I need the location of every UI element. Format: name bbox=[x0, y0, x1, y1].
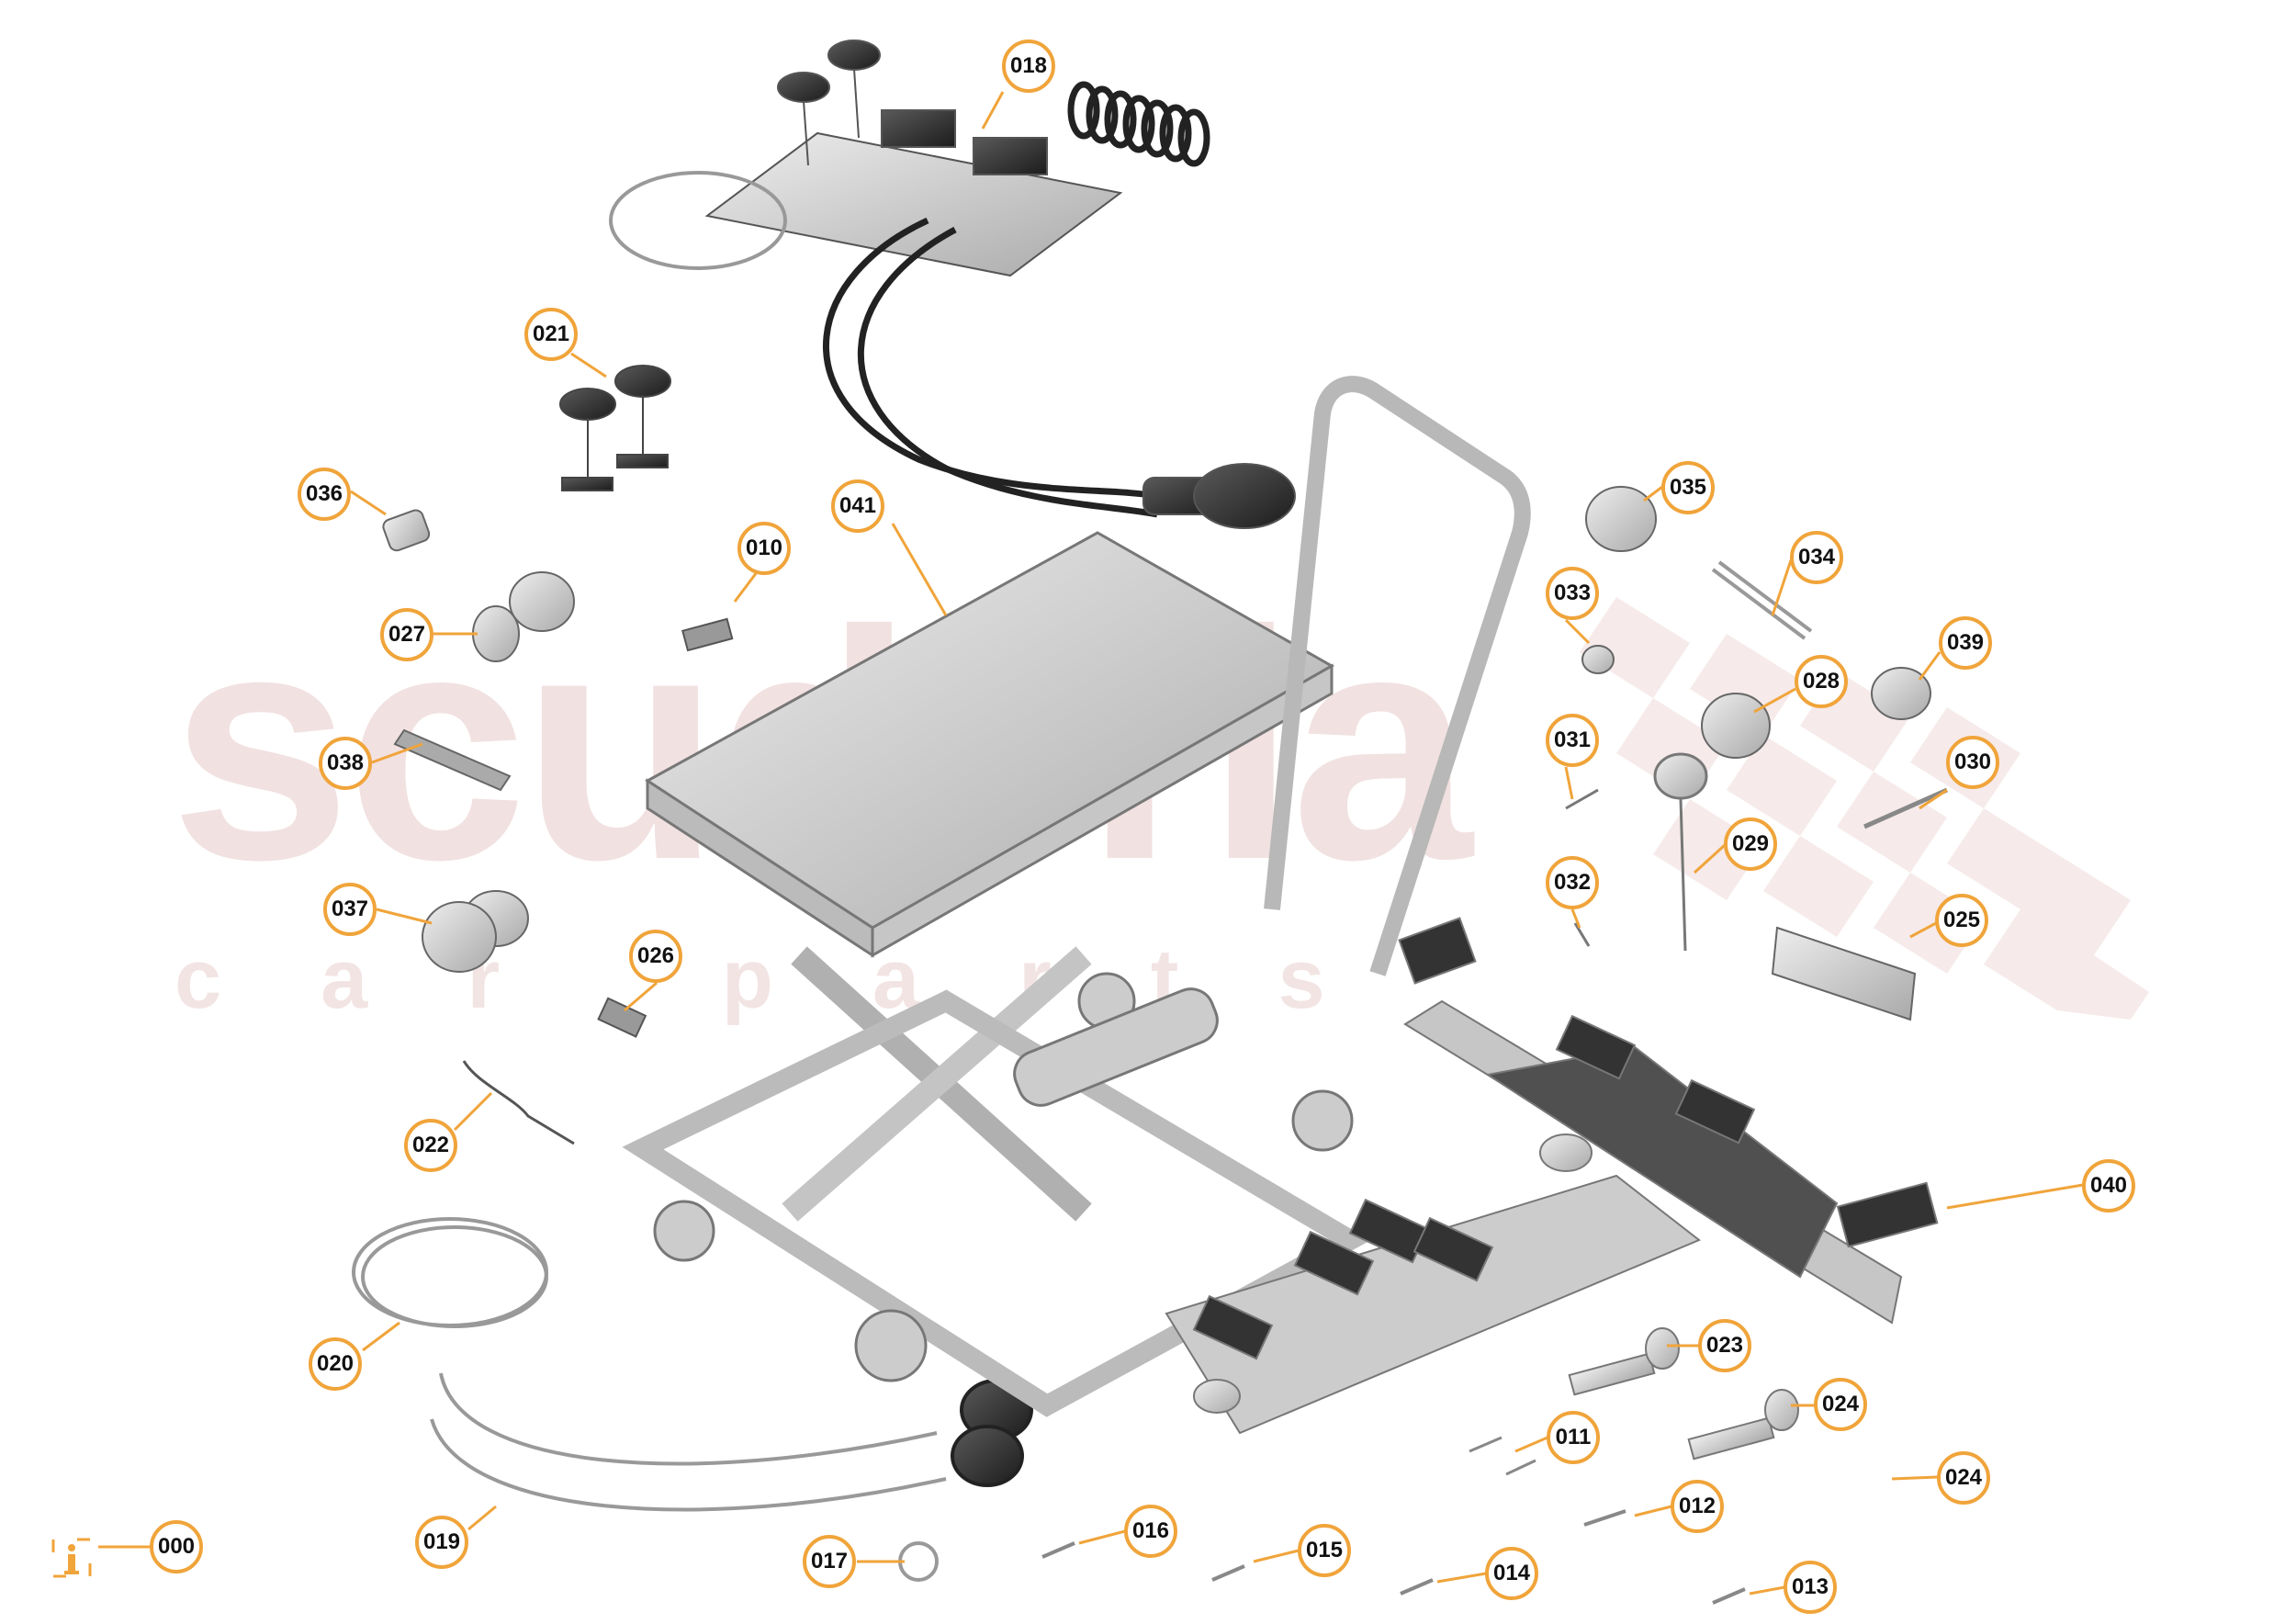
callout-034[interactable]: 034 bbox=[1790, 531, 1843, 584]
callout-022[interactable]: 022 bbox=[404, 1119, 457, 1172]
callout-017[interactable]: 017 bbox=[803, 1535, 856, 1588]
part-041-lift-table bbox=[622, 376, 1531, 1417]
callout-023[interactable]: 023 bbox=[1698, 1319, 1751, 1372]
callout-033[interactable]: 033 bbox=[1546, 567, 1599, 620]
part-019-hoses bbox=[430, 1372, 1033, 1512]
callout-025[interactable]: 025 bbox=[1935, 894, 1988, 947]
part-034-pins bbox=[1711, 560, 1813, 640]
callout-026[interactable]: 026 bbox=[629, 930, 682, 983]
part-011-pins bbox=[1469, 1436, 1536, 1476]
part-026-fitting bbox=[597, 997, 647, 1038]
part-035-wheel bbox=[1585, 486, 1657, 552]
callout-040[interactable]: 040 bbox=[2082, 1159, 2135, 1212]
callout-014[interactable]: 014 bbox=[1485, 1547, 1538, 1600]
part-027-pulley bbox=[472, 571, 575, 662]
callout-031[interactable]: 031 bbox=[1546, 714, 1599, 767]
callout-011[interactable]: 011 bbox=[1547, 1411, 1600, 1464]
part-025-clamp bbox=[1771, 926, 1917, 1021]
callout-020[interactable]: 020 bbox=[309, 1337, 362, 1391]
callout-038[interactable]: 038 bbox=[319, 737, 372, 790]
callout-029[interactable]: 029 bbox=[1724, 818, 1777, 871]
part-020-hose-coil bbox=[352, 1217, 548, 1328]
part-033-knob bbox=[1581, 645, 1615, 674]
part-036-bushing bbox=[382, 509, 431, 552]
part-023-pin bbox=[1568, 1327, 1680, 1396]
callout-013[interactable]: 013 bbox=[1784, 1561, 1837, 1614]
part-037-wheel-hub bbox=[422, 890, 529, 973]
part-029-tool bbox=[1653, 752, 1708, 952]
part-028-hub bbox=[1701, 693, 1771, 759]
callout-039[interactable]: 039 bbox=[1939, 616, 1992, 670]
callout-036[interactable]: 036 bbox=[298, 468, 351, 521]
part-022-spanner bbox=[462, 1060, 575, 1145]
callout-010[interactable]: 010 bbox=[737, 522, 791, 575]
callout-012[interactable]: 012 bbox=[1671, 1480, 1724, 1533]
callout-030[interactable]: 030 bbox=[1946, 736, 1999, 789]
info-icon[interactable] bbox=[48, 1534, 96, 1582]
part-038-plate bbox=[393, 728, 512, 792]
callout-021[interactable]: 021 bbox=[524, 308, 578, 361]
callout-032[interactable]: 032 bbox=[1546, 856, 1599, 909]
callout-000[interactable]: 000 bbox=[150, 1520, 203, 1573]
part-018-pump-assembly bbox=[609, 39, 1296, 529]
part-039-sleeve bbox=[1871, 667, 1931, 720]
callout-024-b[interactable]: 024 bbox=[1937, 1451, 1990, 1505]
callout-024-a[interactable]: 024 bbox=[1814, 1378, 1867, 1431]
part-032-screw bbox=[1573, 922, 1591, 947]
leader-lines bbox=[98, 91, 2084, 1596]
callout-028[interactable]: 028 bbox=[1795, 655, 1848, 708]
callout-019[interactable]: 019 bbox=[415, 1516, 468, 1569]
callout-037[interactable]: 037 bbox=[323, 883, 377, 936]
fastener-parts bbox=[898, 1509, 1746, 1605]
part-030-shaft bbox=[1863, 787, 1949, 829]
part-021-mounts bbox=[559, 365, 671, 491]
part-040-fixture bbox=[1165, 917, 1939, 1435]
callout-035[interactable]: 035 bbox=[1661, 461, 1715, 514]
part-024-pin bbox=[1687, 1389, 1799, 1460]
callout-015[interactable]: 015 bbox=[1298, 1524, 1351, 1577]
callout-027[interactable]: 027 bbox=[380, 608, 433, 661]
callout-018[interactable]: 018 bbox=[1002, 39, 1055, 93]
part-010-bracket bbox=[681, 617, 734, 652]
part-031-bolt bbox=[1565, 788, 1599, 810]
callout-041[interactable]: 041 bbox=[831, 479, 884, 533]
callout-016[interactable]: 016 bbox=[1124, 1505, 1177, 1558]
